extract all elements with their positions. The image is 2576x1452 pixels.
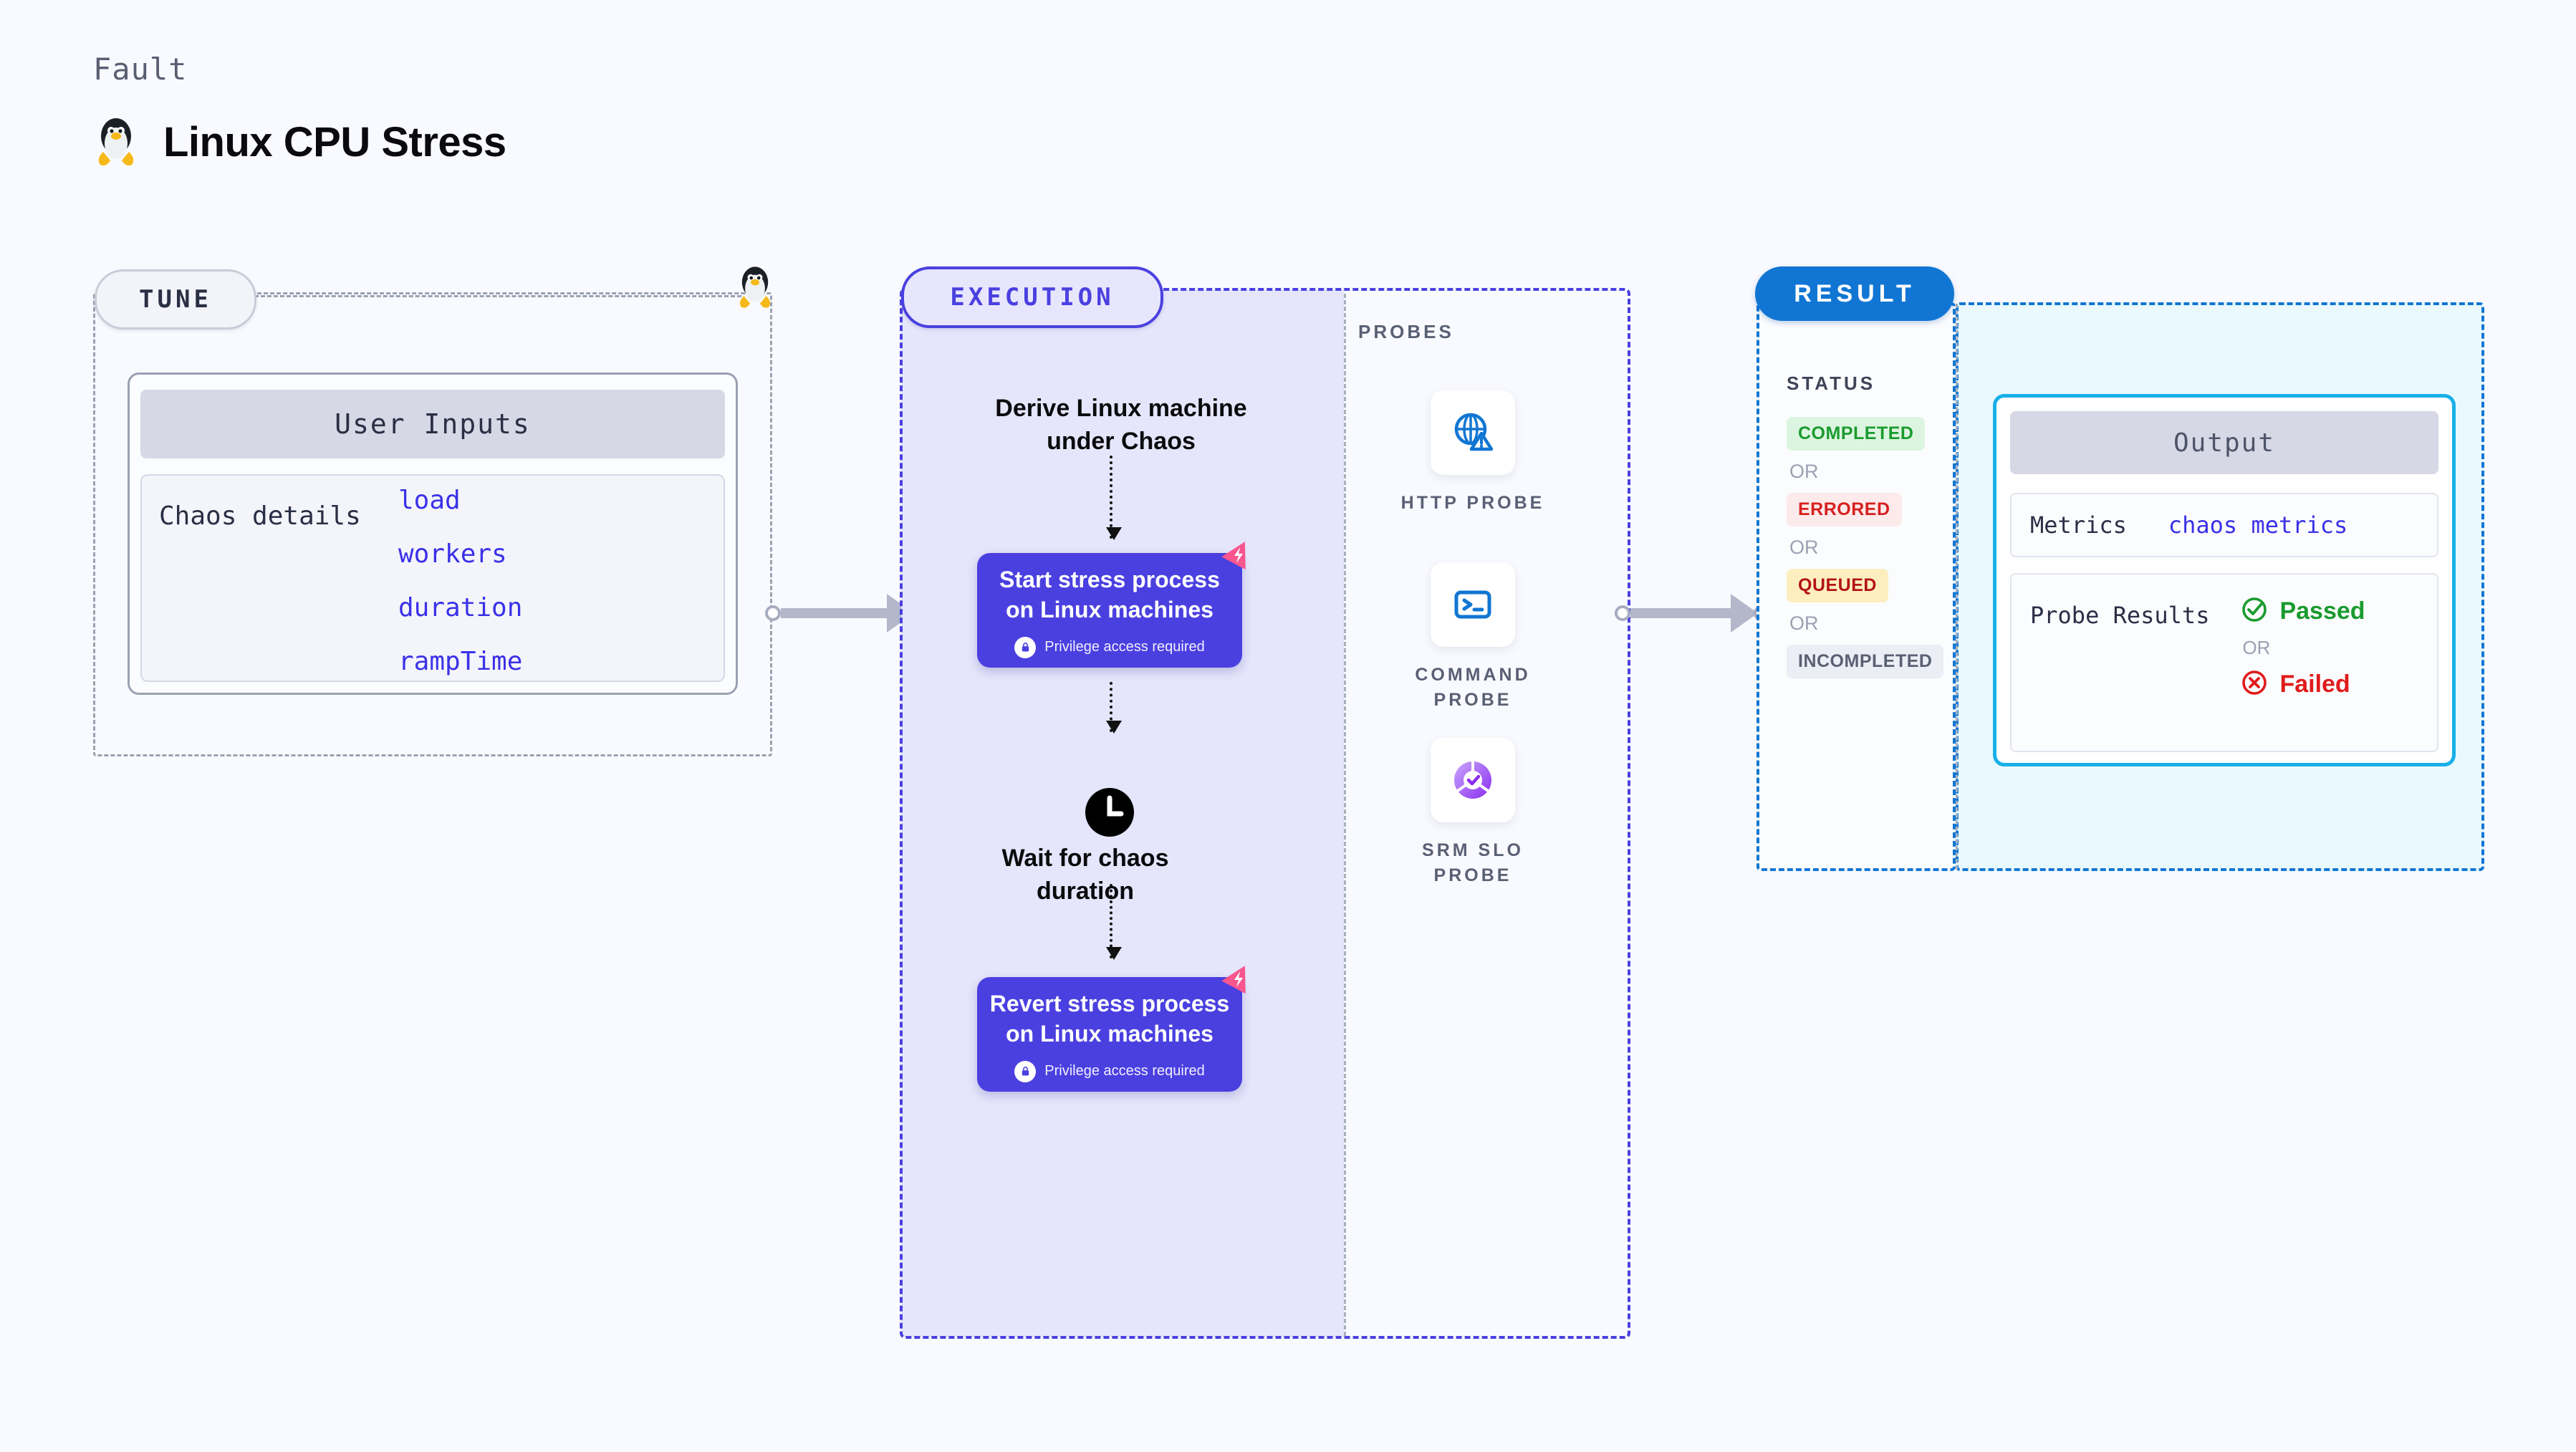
probe-result-or: OR xyxy=(2242,637,2271,658)
slo-donut-check-icon xyxy=(1431,738,1515,822)
start-privilege-row: Privilege access required xyxy=(1014,636,1205,658)
execution-badge: EXECUTION xyxy=(901,266,1163,328)
probe-result-failed: Failed xyxy=(2241,669,2365,700)
result-output-divider xyxy=(1956,304,1958,870)
chaos-param-duration: duration xyxy=(398,593,523,622)
lock-icon xyxy=(1014,1060,1037,1082)
chaos-param-ramptime: rampTime xyxy=(398,647,523,676)
probe-results-row: Probe Results Passed OR Failed xyxy=(2010,573,2438,752)
status-or-2: OR xyxy=(1789,537,1819,558)
probe-srm-slo[interactable]: SRM SLO PROBE xyxy=(1380,738,1566,888)
status-badge-errored: ERRORED xyxy=(1787,493,1902,527)
start-stress-card[interactable]: Start stress process on Linux machines P… xyxy=(977,542,1246,668)
connector-arrowhead xyxy=(1731,594,1758,633)
litmus-chaos-icon xyxy=(1221,961,1255,998)
tune-badge: TUNE xyxy=(95,269,256,330)
probes-divider xyxy=(1344,294,1346,1336)
execution-probes-panel xyxy=(900,288,1630,1339)
revert-privilege-text: Privilege access required xyxy=(1044,1063,1205,1080)
connector-bar xyxy=(781,608,887,618)
execution-badge-label: EXECUTION xyxy=(950,283,1115,312)
status-list: COMPLETED OR ERRORED OR QUEUED OR INCOMP… xyxy=(1787,417,1944,678)
flow-arrow-1 xyxy=(1106,456,1122,540)
revert-stress-card-title: Revert stress process on Linux machines xyxy=(989,991,1230,1047)
probe-result-passed-label: Passed xyxy=(2279,597,2365,625)
page-title: Linux CPU Stress xyxy=(163,118,506,165)
x-circle-icon xyxy=(2241,669,2268,700)
chaos-param-workers: workers xyxy=(398,539,507,569)
check-circle-icon xyxy=(2241,596,2268,627)
tune-tux-penguin-icon xyxy=(735,264,775,311)
derive-step-title: Derive Linux machine under Chaos xyxy=(995,395,1247,455)
tux-penguin-icon xyxy=(93,115,139,169)
status-section-label: STATUS xyxy=(1787,372,1876,394)
probe-results-label: Probe Results xyxy=(2030,602,2210,629)
output-header-label: Output xyxy=(2173,428,2276,458)
tune-connector-line xyxy=(254,295,741,297)
connector-bar xyxy=(1630,608,1731,618)
chaos-details-card xyxy=(140,474,725,682)
connector-dot-left xyxy=(1615,605,1630,621)
start-stress-card-title: Start stress process on Linux machines xyxy=(999,567,1220,622)
litmus-chaos-icon xyxy=(1221,537,1255,574)
revert-stress-card[interactable]: Revert stress process on Linux machines … xyxy=(977,966,1246,1092)
status-or-1: OR xyxy=(1789,461,1819,482)
metrics-value: chaos metrics xyxy=(2168,511,2348,539)
tune-badge-label: TUNE xyxy=(139,285,212,314)
probe-results-values: Passed OR Failed xyxy=(2241,596,2365,751)
flow-arrow-3 xyxy=(1106,884,1122,960)
metrics-label: Metrics xyxy=(2030,511,2127,539)
result-badge: RESULT xyxy=(1755,266,1954,321)
metrics-row: Metrics chaos metrics xyxy=(2010,493,2438,557)
probes-section-label: PROBES xyxy=(1358,321,1454,342)
probe-http-label: HTTP PROBE xyxy=(1400,493,1545,513)
status-badge-completed: COMPLETED xyxy=(1787,417,1926,451)
probe-result-passed: Passed xyxy=(2241,596,2365,627)
probe-http[interactable]: HTTP PROBE xyxy=(1380,390,1566,516)
user-inputs-header: User Inputs xyxy=(140,390,725,458)
chaos-param-load: load xyxy=(398,486,461,515)
lock-icon xyxy=(1014,636,1037,658)
fault-title-row: Linux CPU Stress xyxy=(93,115,506,169)
probe-command[interactable]: COMMAND PROBE xyxy=(1380,562,1566,713)
chaos-details-label: Chaos details xyxy=(159,501,361,531)
fault-kicker-label: Fault xyxy=(93,52,188,87)
connector-dot-left xyxy=(765,605,781,621)
status-badge-incompleted: INCOMPLETED xyxy=(1787,645,1944,678)
status-badge-queued: QUEUED xyxy=(1787,569,1888,602)
revert-privilege-row: Privilege access required xyxy=(1014,1060,1205,1082)
tune-panel xyxy=(93,292,772,756)
chaos-params-list: load workers duration rampTime xyxy=(398,486,522,676)
terminal-icon xyxy=(1431,562,1515,647)
clock-icon xyxy=(1084,787,1135,842)
flow-arrow-2 xyxy=(1106,682,1122,734)
result-badge-label: RESULT xyxy=(1794,279,1916,307)
probe-command-label: COMMAND PROBE xyxy=(1415,665,1531,710)
user-inputs-header-label: User Inputs xyxy=(335,408,531,440)
start-privilege-text: Privilege access required xyxy=(1044,639,1205,655)
connector-probes-to-result xyxy=(1615,594,1769,633)
globe-warning-icon xyxy=(1431,390,1515,475)
wait-step-title: Wait for chaos duration xyxy=(1001,845,1169,905)
output-header: Output xyxy=(2010,411,2438,474)
probe-result-failed-label: Failed xyxy=(2279,670,2350,698)
probe-srm-slo-label: SRM SLO PROBE xyxy=(1422,840,1524,885)
status-or-3: OR xyxy=(1789,612,1819,634)
